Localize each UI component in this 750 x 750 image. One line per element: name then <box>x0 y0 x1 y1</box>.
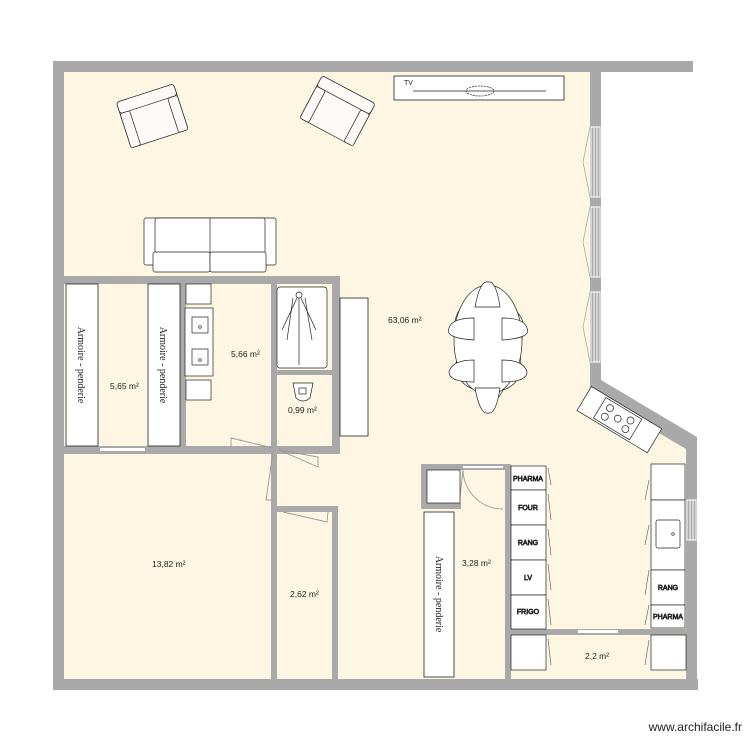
area-living: 63,06 m² <box>388 315 422 325</box>
wardrobe-2[interactable]: Armoire - penderie <box>147 283 181 447</box>
windows <box>590 126 697 541</box>
svg-text:FRIGO: FRIGO <box>517 609 540 616</box>
toilet[interactable] <box>292 382 314 402</box>
dining-table[interactable] <box>447 281 529 414</box>
watermark[interactable]: www.archifacile.fr <box>648 720 742 734</box>
armchair-right[interactable] <box>300 76 376 147</box>
area-pantry: 2,2 m² <box>585 651 609 661</box>
door-swings <box>230 437 504 523</box>
window-swings <box>582 126 591 363</box>
cabinet-door-lines <box>547 467 650 666</box>
area-wc: 0,99 m² <box>288 405 317 415</box>
tv-unit[interactable]: TV <box>393 75 565 101</box>
svg-text:LV: LV <box>524 575 532 582</box>
shower[interactable] <box>276 286 328 369</box>
area-kitchen-hall: 3,28 m² <box>462 558 491 568</box>
svg-text:TV: TV <box>404 80 413 87</box>
right-counter[interactable]: RANG PHARMA <box>650 463 687 671</box>
area-bedroom: 13,82 m² <box>152 559 186 569</box>
wardrobe-3[interactable]: Armoire - penderie <box>423 511 455 678</box>
armchair-left[interactable] <box>116 84 189 148</box>
cooktop-counter[interactable] <box>576 386 663 454</box>
tall-cabinet[interactable] <box>339 297 369 437</box>
svg-text:RANG: RANG <box>518 540 538 547</box>
area-closet: 2,62 m² <box>290 589 319 599</box>
appliance-column[interactable]: PHARMA FOUR RANG LV FRIGO <box>426 465 547 671</box>
svg-text:PHARMA: PHARMA <box>653 614 683 621</box>
room-labels: 63,06 m² 5,65 m² 5,66 m² 0,99 m² 13,82 m… <box>110 315 609 661</box>
area-bathroom: 5,66 m² <box>231 349 260 359</box>
double-sink-vanity[interactable] <box>184 283 214 401</box>
area-dressing: 5,65 m² <box>110 381 139 391</box>
svg-text:Armoire - penderie: Armoire - penderie <box>433 556 444 633</box>
sofa[interactable] <box>143 217 277 273</box>
wardrobe-1[interactable]: Armoire - penderie <box>65 283 99 447</box>
svg-text:FOUR: FOUR <box>518 505 538 512</box>
svg-text:Armoire - penderie: Armoire - penderie <box>157 327 168 404</box>
interior-windows <box>100 448 618 633</box>
svg-text:PHARMA: PHARMA <box>513 476 543 483</box>
svg-text:RANG: RANG <box>658 585 678 592</box>
svg-text:Armoire - penderie: Armoire - penderie <box>75 327 86 404</box>
